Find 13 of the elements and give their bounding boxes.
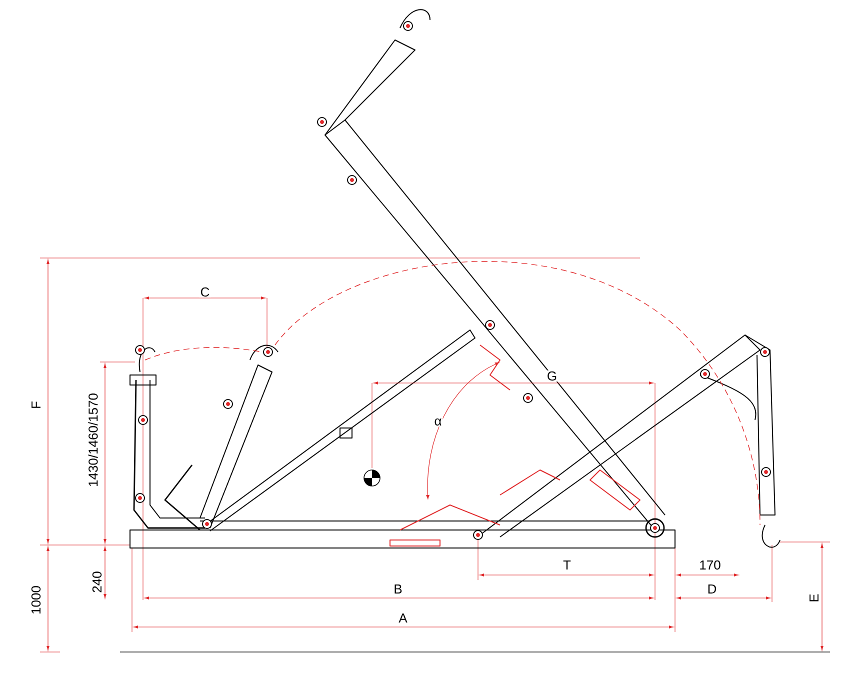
- dimension-label: G: [546, 370, 558, 382]
- dimension-label: 170: [698, 559, 722, 571]
- dimension-label: 1430/1460/1570: [87, 392, 99, 488]
- dimension-label: 240: [91, 570, 103, 594]
- dimension-label: B: [392, 584, 404, 594]
- dimension-label: T: [562, 560, 572, 570]
- dimension-label: A: [398, 612, 408, 624]
- dimension-label: E: [808, 592, 820, 604]
- dimension-label: F: [30, 400, 42, 410]
- dimension-label: 1000: [30, 584, 42, 616]
- dimension-label: D: [706, 584, 718, 594]
- dimension-label: C: [199, 286, 211, 298]
- dimension-label: α: [433, 417, 443, 427]
